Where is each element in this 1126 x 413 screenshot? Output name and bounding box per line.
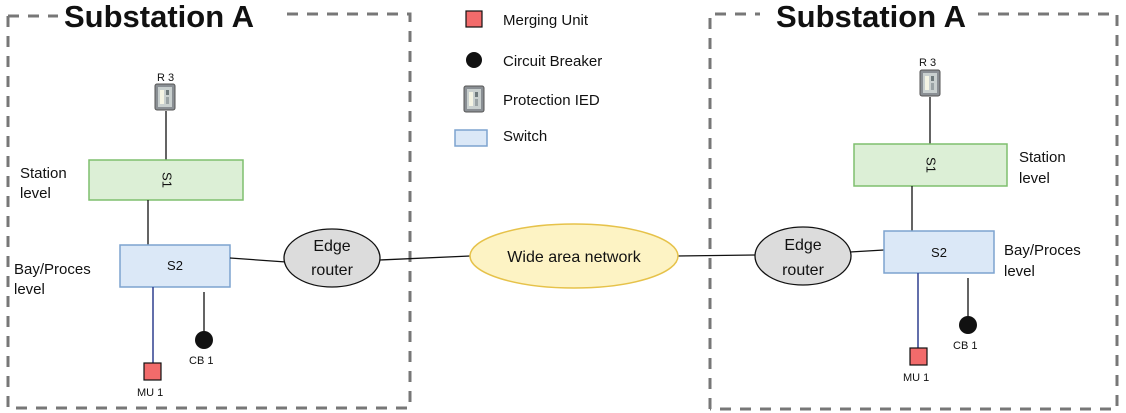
station-switch-s1[interactable] (853, 143, 1008, 187)
legend: Merging Unit Circuit Breaker Protection … (454, 10, 602, 147)
edge-router-left-line1: Edge (313, 238, 350, 255)
bay-switch-s2[interactable] (119, 244, 231, 288)
edge-router-right-line1: Edge (784, 237, 821, 254)
circuit-breaker-legend-icon (466, 52, 482, 68)
station-switch-label: S1 (160, 172, 175, 188)
bay-level-label-line1: Bay/Proces (1004, 242, 1081, 259)
substation-right: Substation A R 3 S1 Station level S2 Bay… (708, 0, 1119, 411)
substation-right-border (708, 12, 760, 409)
station-switch-label: S1 (924, 157, 939, 173)
wide-area-network[interactable] (469, 223, 679, 289)
bay-switch-label: S2 (931, 245, 947, 260)
legend-switch: Switch (503, 128, 547, 145)
legend-circuit-breaker: Circuit Breaker (503, 53, 602, 70)
legend-merging-unit: Merging Unit (503, 12, 589, 29)
merging-unit-mu1[interactable] (909, 347, 928, 366)
protection-ied-legend-icon (463, 85, 485, 113)
edge-router-right-line2: router (782, 262, 824, 279)
station-level-label-line1: Station (1019, 149, 1066, 166)
ied-label: R 3 (919, 57, 936, 69)
bay-level-label-line2: level (1004, 263, 1035, 280)
wan-label: Wide area network (507, 249, 641, 266)
station-level-label-line2: level (20, 185, 51, 202)
merging-unit-legend-icon (465, 10, 483, 28)
switch-legend-icon (454, 129, 488, 147)
bay-level-label-line2: level (14, 281, 45, 298)
circuit-breaker-cb1[interactable] (959, 316, 977, 334)
legend-protection-ied: Protection IED (503, 92, 600, 109)
mu-label: MU 1 (903, 372, 929, 384)
station-level-label-line2: level (1019, 170, 1050, 187)
circuit-breaker-cb1[interactable] (195, 331, 213, 349)
bay-level-label-line1: Bay/Proces (14, 261, 91, 278)
station-level-label-line1: Station (20, 165, 67, 182)
ied-label: R 3 (157, 72, 174, 84)
edge-router-right[interactable] (754, 226, 852, 286)
mu-label: MU 1 (137, 387, 163, 399)
substation-left-title: Substation A (64, 0, 254, 34)
bay-switch-s2[interactable] (883, 230, 995, 274)
protection-ied-icon (919, 69, 941, 97)
edge-router-left-line2: router (311, 262, 353, 279)
cb-label: CB 1 (189, 355, 213, 367)
bay-switch-label: S2 (167, 258, 183, 273)
cb-label: CB 1 (953, 340, 977, 352)
merging-unit-mu1[interactable] (143, 362, 162, 381)
protection-ied-icon (154, 83, 176, 111)
station-switch-s1[interactable] (88, 159, 244, 201)
edge-router-left[interactable] (283, 228, 381, 288)
substation-right-title: Substation A (776, 0, 966, 34)
substation-left-border (6, 12, 412, 410)
substation-left: Substation A R 3 S1 Station level S2 Bay… (6, 0, 412, 410)
